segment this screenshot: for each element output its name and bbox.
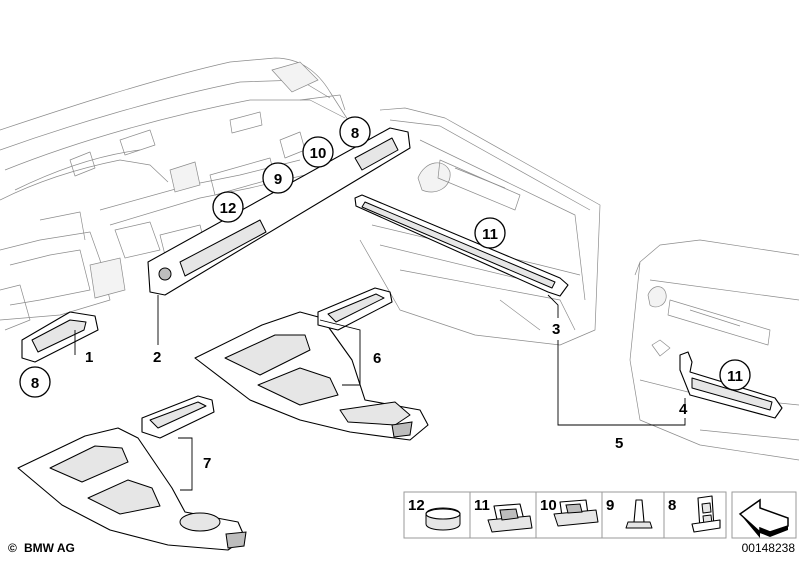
svg-text:12: 12 (220, 200, 237, 217)
callout-11-front-door: 11 (474, 217, 506, 249)
svg-text:8: 8 (351, 125, 359, 142)
label-part-6: 6 (373, 350, 381, 367)
part-7-console-trim (17, 395, 247, 551)
front-door-illustration (359, 107, 601, 346)
svg-text:10: 10 (310, 145, 327, 162)
leader-7 (178, 437, 193, 491)
leader-lines (74, 294, 686, 491)
part-1-small-trim (21, 311, 99, 363)
strip-vent-icon (158, 267, 172, 281)
leader-3 (547, 294, 559, 318)
label-part-3: 3 (552, 321, 560, 338)
label-part-1: 1 (85, 349, 93, 366)
svg-text:11: 11 (482, 226, 498, 243)
push-pin-icon (625, 499, 653, 529)
callout-8-dash: 8 (339, 116, 371, 148)
svg-text:9: 9 (274, 171, 282, 188)
part-3-front-door-strip (354, 194, 569, 297)
legend-label-8: 8 (668, 497, 676, 514)
bracket-clip-icon (691, 495, 721, 533)
callout-12: 12 (212, 191, 244, 223)
rear-door-illustration (629, 239, 799, 461)
callout-numbers: 1 2 3 4 5 6 7 (85, 321, 688, 472)
legend-label-9: 9 (606, 497, 614, 514)
part-6-console-trim (194, 287, 429, 441)
part-2-dashboard-strip (147, 127, 411, 296)
parts-legend: 12 11 10 9 8 (403, 491, 797, 539)
circled-callouts: 8 10 9 12 11 11 8 (19, 116, 751, 398)
label-part-5: 5 (615, 435, 623, 452)
svg-text:8: 8 (31, 375, 39, 392)
legend-label-11: 11 (474, 497, 490, 514)
label-part-7: 7 (203, 455, 211, 472)
label-part-2: 2 (153, 349, 161, 366)
copyright-symbol: © (8, 541, 17, 555)
callout-10: 10 (302, 136, 334, 168)
callout-8-left: 8 (19, 366, 51, 398)
callout-9: 9 (262, 162, 294, 194)
svg-text:11: 11 (727, 368, 743, 385)
brand-label: BMW AG (24, 541, 75, 555)
legend-label-12: 12 (408, 497, 425, 514)
callout-11-rear-door: 11 (719, 359, 751, 391)
legend-label-10: 10 (540, 497, 557, 514)
label-part-4: 4 (679, 401, 688, 418)
footer: © BMW AG 00148238 (8, 541, 795, 555)
clip-icon (487, 503, 533, 533)
tab-clip-icon (553, 499, 599, 527)
grommet-icon (425, 507, 461, 531)
drawing-number: 00148238 (742, 541, 796, 555)
console-cupholder-icon (179, 512, 221, 532)
leader-5 (557, 340, 686, 426)
direction-arrow-icon (738, 498, 789, 538)
legend-cell-9 (601, 491, 665, 539)
